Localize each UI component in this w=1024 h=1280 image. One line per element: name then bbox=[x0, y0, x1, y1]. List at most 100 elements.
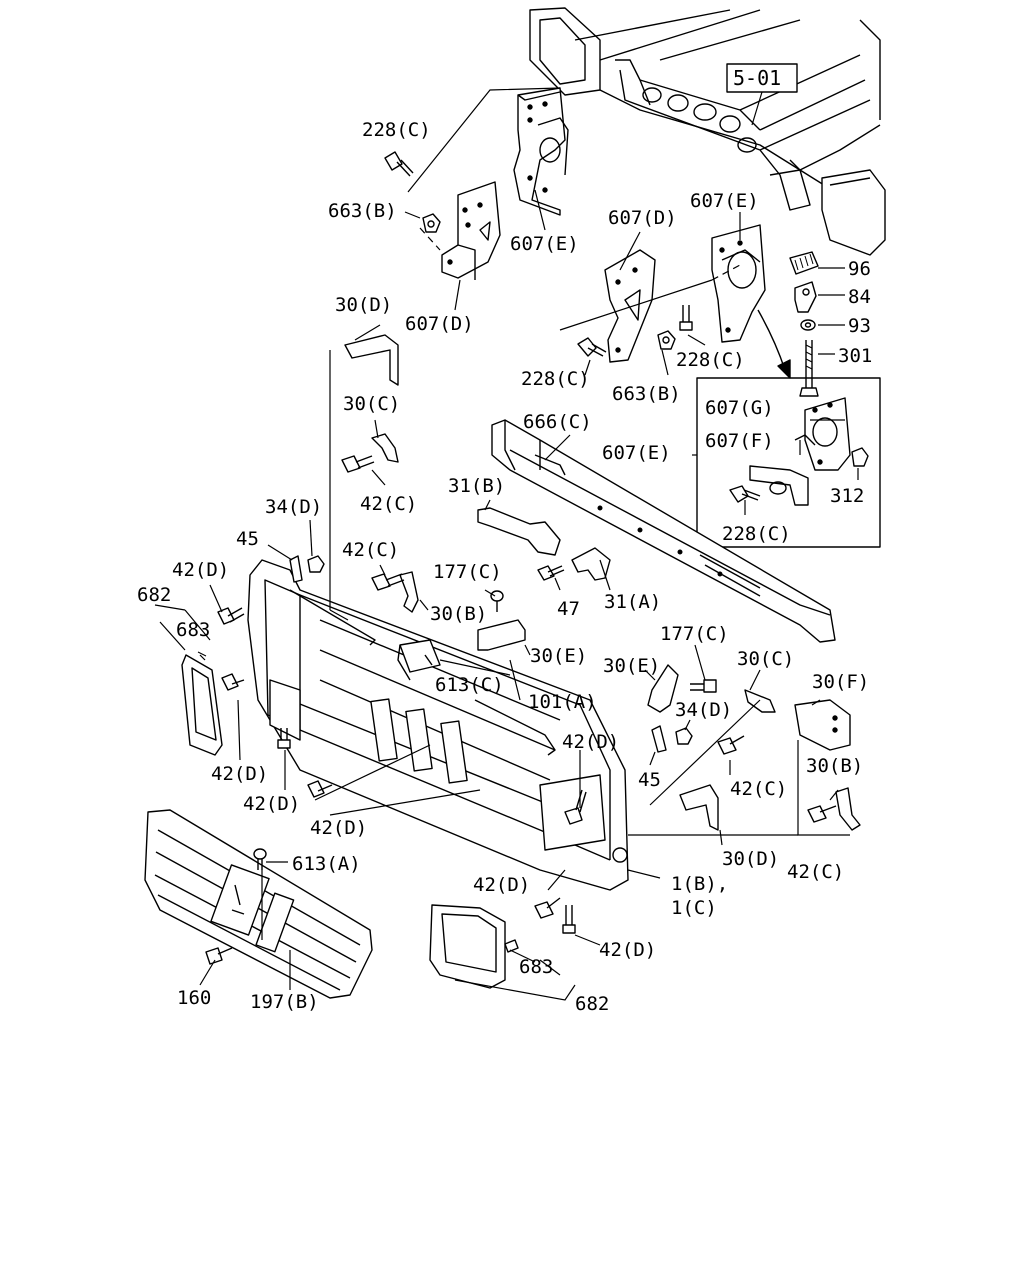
lamp-bezel-682-left bbox=[181, 651, 223, 756]
bolt-42d-left-d bbox=[307, 780, 333, 798]
callout-666c: 666(C) bbox=[523, 411, 592, 433]
reference-box: 5-01 bbox=[726, 63, 798, 126]
stay-31a bbox=[571, 547, 611, 581]
bracket-30b-mid bbox=[399, 571, 419, 613]
callout-30b-mid: 30(B) bbox=[430, 603, 487, 625]
grille-197b bbox=[144, 809, 373, 999]
callout-607d-top: 607(D) bbox=[405, 313, 474, 335]
bracket-607e-top bbox=[513, 87, 569, 216]
callout-101a: 101(A) bbox=[528, 691, 597, 713]
bracket-607d-top bbox=[441, 181, 501, 280]
nut-34d-right bbox=[675, 727, 693, 745]
nut-34d-left bbox=[307, 555, 325, 573]
callout-47: 47 bbox=[557, 598, 580, 620]
lamp-bezel-682-bottom bbox=[429, 904, 506, 989]
callout-663b-mid: 663(B) bbox=[612, 383, 681, 405]
leader-lines bbox=[154, 87, 859, 1001]
callout-93: 93 bbox=[848, 315, 871, 337]
callout-663b-top: 663(B) bbox=[328, 200, 397, 222]
callout-607g: 607(G) bbox=[705, 397, 774, 419]
callout-84: 84 bbox=[848, 286, 871, 308]
callout-31b: 31(B) bbox=[448, 475, 505, 497]
bolt-228c-mid-left bbox=[577, 337, 607, 357]
bolt-228c-top bbox=[384, 151, 414, 177]
callout-30d-bottom: 30(D) bbox=[722, 848, 779, 870]
callout-613a: 613(A) bbox=[292, 853, 361, 875]
callout-30c-right: 30(C) bbox=[737, 648, 794, 670]
bolt-42c-c bbox=[717, 735, 745, 755]
bolt-47 bbox=[537, 565, 565, 581]
clip-177c-right bbox=[690, 679, 717, 693]
callout-96: 96 bbox=[848, 258, 871, 280]
callout-42d-left-b: 42(D) bbox=[243, 793, 300, 815]
callout-607d-mid: 607(D) bbox=[608, 207, 677, 229]
callout-42d-left-a: 42(D) bbox=[211, 763, 268, 785]
callout-228c-mid-right: 228(C) bbox=[676, 349, 745, 371]
callout-42d-bottom-b: 42(D) bbox=[599, 939, 656, 961]
callout-301: 301 bbox=[838, 345, 872, 367]
bolt-228c-mid-right bbox=[679, 305, 693, 331]
callout-42c-c: 42(C) bbox=[730, 778, 787, 800]
bolt-42d-left-c bbox=[277, 728, 291, 749]
callout-228c-inset: 228(C) bbox=[722, 523, 791, 545]
callout-607e-inset-ref: 607(E) bbox=[602, 442, 671, 464]
callout-1c: 1(C) bbox=[671, 897, 717, 919]
callout-42d-left-top: 42(D) bbox=[172, 559, 229, 581]
part-96 bbox=[789, 251, 819, 275]
callout-607e-top: 607(E) bbox=[510, 233, 579, 255]
callout-labels: 228(C) 663(B) 607(E) 607(D) 607(D) 607(E… bbox=[137, 119, 872, 1015]
callout-228c-mid-left: 228(C) bbox=[521, 368, 590, 390]
callout-683-left: 683 bbox=[176, 619, 210, 641]
bracket-30c-top bbox=[371, 433, 399, 463]
callout-683-bottom: 683 bbox=[519, 956, 553, 978]
bolt-42d-bottom-b bbox=[562, 905, 576, 934]
callout-42d-bottom-a: 42(D) bbox=[473, 874, 530, 896]
clip-45-left bbox=[289, 555, 303, 583]
inset-box bbox=[696, 377, 881, 548]
callout-42c-d: 42(C) bbox=[787, 861, 844, 883]
callout-45-right: 45 bbox=[638, 769, 661, 791]
front-grille-panel bbox=[247, 559, 629, 891]
clip-45-right bbox=[651, 725, 667, 753]
clip-177c-left bbox=[490, 590, 504, 612]
bracket-607d-mid bbox=[604, 249, 656, 363]
bracket-30d-top bbox=[344, 334, 399, 386]
bolt-42d-center bbox=[564, 789, 587, 825]
callout-30d-top: 30(D) bbox=[335, 294, 392, 316]
bolt-42c-a bbox=[341, 455, 375, 473]
nut-663b-mid bbox=[657, 330, 676, 350]
part-613c bbox=[397, 639, 441, 681]
bolt-42c-b bbox=[371, 573, 405, 591]
callout-607e-mid: 607(E) bbox=[690, 190, 759, 212]
callout-34d-left: 34(D) bbox=[265, 496, 322, 518]
bumper-reinforcement-666c bbox=[491, 419, 836, 643]
callout-160: 160 bbox=[177, 987, 211, 1009]
callout-30f: 30(F) bbox=[812, 671, 869, 693]
screw-160 bbox=[205, 947, 233, 965]
cab-frame-drawing bbox=[529, 7, 886, 256]
callout-312: 312 bbox=[830, 485, 864, 507]
callout-682-left: 682 bbox=[137, 584, 171, 606]
inset-arrow bbox=[757, 309, 786, 371]
callout-42c-a: 42(C) bbox=[360, 493, 417, 515]
reference-box-label: 5-01 bbox=[733, 66, 781, 90]
bracket-30d-bottom bbox=[679, 784, 719, 831]
callout-42c-b: 42(C) bbox=[342, 539, 399, 561]
bracket-30f bbox=[794, 699, 851, 751]
bolt-42d-bottom-a bbox=[534, 897, 561, 919]
callout-177c-right: 177(C) bbox=[660, 623, 729, 645]
stay-31b bbox=[477, 507, 561, 556]
callout-30e-mid: 30(E) bbox=[530, 645, 587, 667]
screw-613a bbox=[253, 848, 267, 870]
callout-177c-left: 177(C) bbox=[433, 561, 502, 583]
callout-607f: 607(F) bbox=[705, 430, 774, 452]
nut-663b-top bbox=[422, 213, 441, 233]
bracket-30b-right bbox=[835, 787, 861, 831]
bolt-42c-d bbox=[807, 805, 837, 823]
inset-arrow-head bbox=[777, 359, 791, 379]
part-301 bbox=[799, 340, 819, 397]
callout-42d-left-c: 42(D) bbox=[310, 817, 367, 839]
callout-228c-top: 228(C) bbox=[362, 119, 431, 141]
part-84 bbox=[794, 281, 817, 313]
